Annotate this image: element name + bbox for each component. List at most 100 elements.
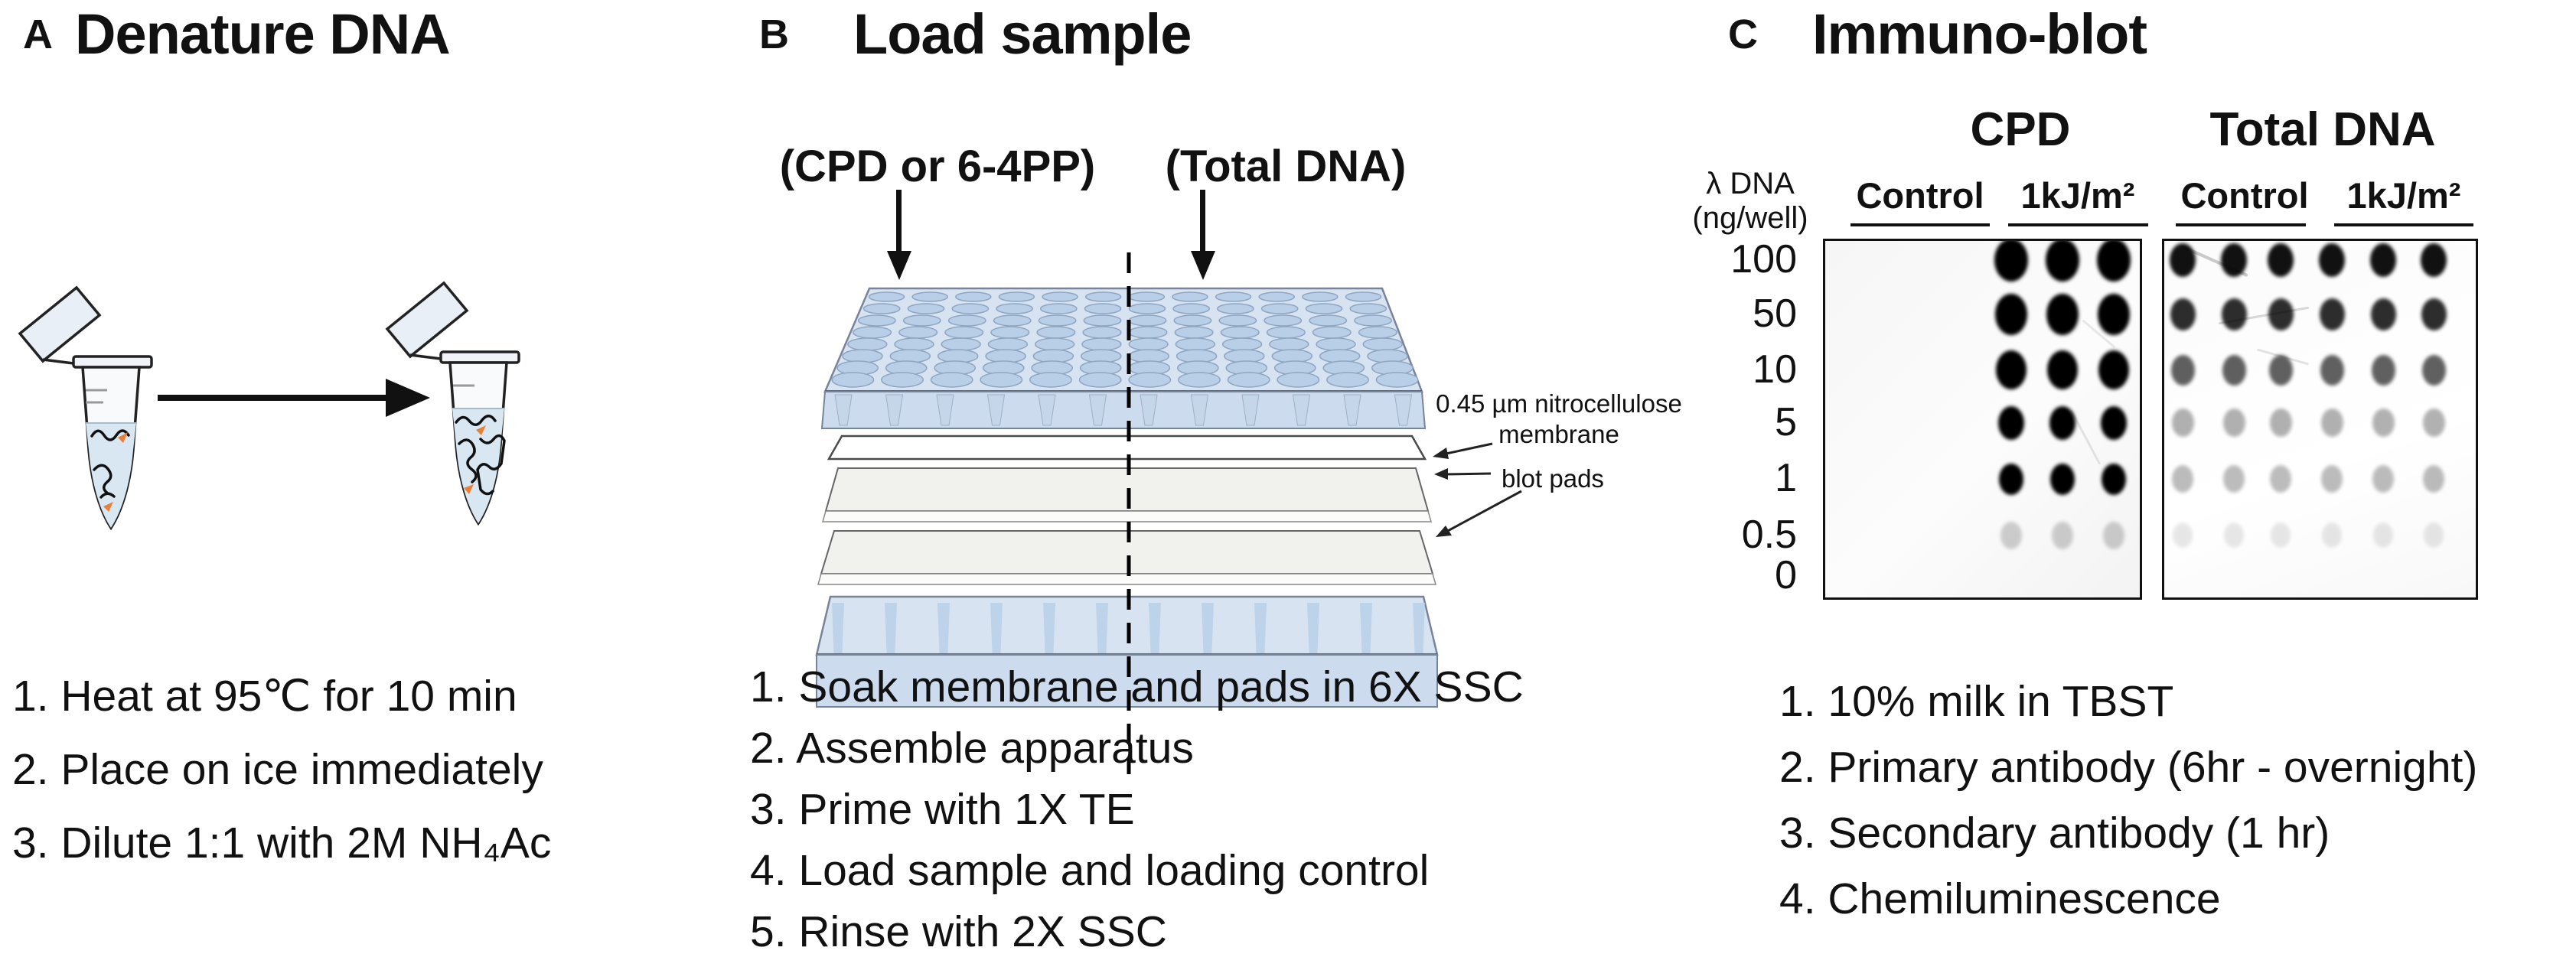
blot-dot: [2269, 355, 2293, 386]
blot-dot: [1994, 241, 2028, 282]
dna-damage-marker: [464, 484, 474, 494]
condition-header-control-2: Control: [2180, 175, 2309, 216]
row-label-100: 100: [1730, 237, 1797, 282]
load-arrow-left-head: [887, 251, 911, 280]
blot-dot: [2049, 406, 2075, 440]
blot-dot: [2270, 465, 2291, 493]
condition-underline: [1850, 223, 1990, 226]
total-blot-box: [2162, 239, 2478, 600]
row-label-50: 50: [1753, 291, 1797, 336]
protocol-step: 5. Rinse with 2X SSC: [750, 907, 1167, 956]
panel-b-steps: 1. Soak membrane and pads in 6X SSC 2. A…: [750, 656, 1524, 957]
blot-dot: [2222, 298, 2247, 330]
tube-liquid: [452, 409, 504, 523]
condition-header-control-1: Control: [1856, 175, 1984, 216]
blot-dot: [2268, 298, 2294, 330]
blot-dot: [2372, 409, 2395, 437]
blot-dot: [2222, 355, 2246, 386]
blot-dot: [2423, 409, 2445, 437]
panel-c-title: Immuno-blot: [1812, 2, 2147, 66]
dna-strand: [455, 415, 497, 426]
blot-dot: [2423, 465, 2444, 493]
denatured-dna-tube-illustration: [385, 281, 520, 526]
row-label-0.5: 0.5: [1741, 513, 1797, 557]
protocol-step: 2. Primary antibody (6hr - overnight): [1779, 743, 2478, 792]
dna-damage-marker: [103, 502, 113, 512]
blot-dot: [2098, 350, 2129, 389]
blot-dot: [1999, 464, 2023, 495]
blot-dot: [2046, 241, 2079, 282]
closed-dna-tube-illustration: [18, 285, 153, 531]
blot-dot: [2047, 350, 2078, 389]
y-axis-label: λ DNA (ng/well): [1692, 167, 1808, 235]
tube-cap-open: [385, 281, 469, 359]
panel-b-letter: B: [759, 11, 789, 57]
blot-dot: [2372, 355, 2395, 386]
protocol-step: 3. Dilute 1:1 with 2M NH₄Ac: [12, 819, 552, 867]
blot-dot: [1995, 294, 2027, 335]
blot-dot: [2102, 464, 2126, 495]
dot-blot-apparatus-illustration: [815, 252, 1522, 774]
blot-dot: [2320, 298, 2345, 330]
row-label-5: 5: [1775, 400, 1797, 444]
dna-damage-marker: [476, 425, 486, 435]
blot-dot: [2172, 465, 2193, 493]
blot-dot: [2170, 298, 2196, 330]
blot-dot: [2319, 243, 2345, 277]
blot-dot: [2171, 355, 2195, 386]
plate-front-wells: [834, 394, 1413, 426]
blot-dot: [2321, 465, 2343, 493]
blot-dot: [2103, 522, 2124, 549]
blot-dot: [2046, 294, 2079, 335]
load-arrow-left-stem: [896, 190, 902, 252]
condition-header-uv-1: 1kJ/m²: [2020, 175, 2135, 216]
sample-type-label-left: (CPD or 6-4PP): [779, 142, 1096, 191]
blot-dot: [2370, 243, 2396, 277]
blot-dot: [2221, 243, 2247, 277]
blot-group-header-total-dna: Total DNA: [2209, 103, 2436, 156]
protocol-step: 1. Soak membrane and pads in 6X SSC: [750, 662, 1524, 711]
top-well-plate-front: [820, 391, 1427, 429]
blot-dot: [2422, 355, 2446, 386]
blot-dot: [2321, 409, 2343, 437]
panel-a-steps: 1. Heat at 95℃ for 10 min 2. Place on ic…: [12, 659, 551, 880]
row-label-0: 0: [1775, 553, 1797, 597]
bottom-plate-front: [816, 654, 1438, 708]
blot-dot: [2268, 243, 2294, 277]
membrane-pointer-arrow: [1442, 442, 1493, 456]
protocol-step: 1. Heat at 95℃ for 10 min: [12, 672, 517, 721]
blot-dot: [2373, 522, 2393, 548]
blot-dot: [2322, 522, 2342, 548]
panel-b-title: Load sample: [853, 2, 1192, 66]
blot-dot: [1998, 406, 2024, 440]
load-arrow-right-stem: [1200, 190, 1205, 252]
protocol-step: 4. Load sample and loading control: [750, 846, 1430, 895]
blot-dot: [2271, 522, 2291, 548]
cpd-blot-box: [1823, 239, 2142, 600]
tube-rim: [439, 350, 520, 364]
tube-rim: [72, 355, 153, 369]
protocol-step: 4. Chemiluminescence: [1779, 874, 2221, 923]
blot-dot: [2421, 298, 2447, 330]
blot-dot: [2101, 406, 2127, 440]
blot-dot: [2371, 298, 2396, 330]
row-label-1: 1: [1775, 456, 1797, 500]
blot-dot: [1996, 350, 2027, 389]
blot-dot: [2052, 522, 2073, 549]
protocol-step: 2. Assemble apparatus: [750, 724, 1194, 773]
blot-dot: [2224, 522, 2244, 548]
blot-dot: [2098, 294, 2130, 335]
blot-group-header-cpd: CPD: [1970, 103, 2071, 156]
membrane-annotation: 0.45 µm nitrocellulose membrane: [1436, 389, 1682, 448]
condition-underline: [2008, 223, 2148, 226]
dna-strand: [476, 434, 506, 496]
dna-strand: [458, 438, 478, 483]
condition-underline: [2176, 223, 2306, 226]
blot-dot: [2424, 522, 2444, 548]
panel-c-letter: C: [1728, 11, 1758, 57]
denature-arrow-head: [386, 379, 430, 417]
blot-dot: [2097, 241, 2131, 282]
row-label-10: 10: [1753, 347, 1797, 392]
condition-underline: [2334, 223, 2473, 226]
